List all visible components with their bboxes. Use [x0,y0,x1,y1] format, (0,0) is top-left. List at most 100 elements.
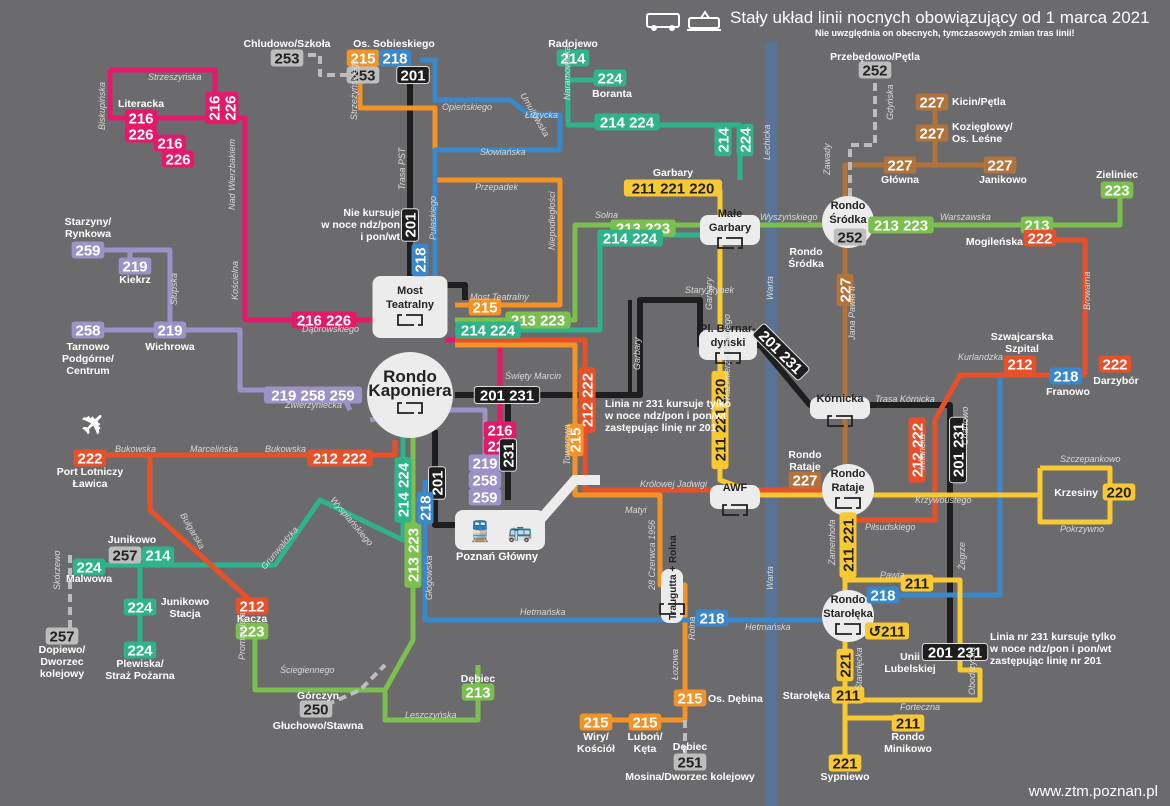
badge-text: 215 [583,715,608,732]
badge-text: 214 224 [461,323,516,340]
street-label: Piłsudskiego [865,522,916,532]
badge-text: 227 [792,473,817,490]
line-badge: 227 [915,124,949,143]
line-220-loop [1037,465,1113,525]
badge-text: 201 231 [928,645,982,662]
hub-label: Rataje [831,482,864,494]
line-badge: 226 [124,125,158,144]
badge-text: 216 226 [297,313,351,330]
badge-text: 215 [632,715,657,732]
stop-name: Mosina/Dworzec kolejowy [625,771,755,783]
stop-name: Podgórne/ [62,353,114,365]
line-badge: ↺211 [865,622,909,641]
hub-label: Kórnicka [816,393,864,405]
stop-name: Rataje [789,461,821,473]
street-label: Słowiańska [480,147,526,157]
website-url[interactable]: www.ztm.poznan.pl [1028,783,1158,800]
line-badge: 216 [153,134,187,153]
stop-name: Śródka [788,257,824,270]
badge-text: 219 258 259 [271,388,354,405]
street-label: Warta [765,276,775,300]
stop-name: Dworzec [40,656,83,668]
badge-text: 221 [838,652,855,677]
line-badge: 215 [579,713,613,732]
stop-name: Kozięgłowy/ [952,121,1013,133]
badge-bg [153,321,187,339]
street-label: Pułaskiego [428,196,438,240]
badge-text: 252 [862,63,887,80]
badge-bg [346,49,380,67]
badge-bg [833,228,867,246]
train-icon: 🚆 [468,519,493,543]
stop-name: Literacka [118,98,164,110]
badge-bg [468,454,502,472]
line-badge: 253 [270,49,304,68]
street-label: Garbary [632,337,642,370]
street-label: Wyszyńskiego [760,212,818,222]
badge-bg [416,491,434,525]
line-252 [848,70,877,210]
street-label: Zamenhofa [827,519,837,566]
badge-text: 222 [77,451,102,468]
street-label: Gdyńska [885,84,895,120]
stop-name: Chludowo/Szkoła [244,38,331,50]
badge-text: 227 [919,126,944,143]
line-badge: 227 [883,156,917,175]
stop-name: zastępując linię nr 201 [605,422,717,434]
badge-text: 212 [239,599,264,616]
line-badge: 211 221 220 [623,179,723,198]
street-label: Przepadek [475,182,519,192]
line-badge: 215 [346,49,380,68]
badge-text: 214 224 [600,115,655,132]
badge-bg [714,123,732,157]
badge-bg [865,622,909,640]
badge-bg [908,417,926,483]
stop-name: Kościół [577,743,615,755]
badge-bg [291,311,357,329]
badge-text: 219 [122,259,147,276]
hub-box [699,330,757,360]
stop-name: Wiry/ [583,731,609,743]
line-badge: 216 [483,421,517,440]
line-badge: 213 223 [505,311,571,330]
line-badge: 212 222 [908,417,927,483]
street-label: Szczepankowo [1060,454,1121,464]
line-badge: 201 231 [921,643,989,662]
line-badge: 213 223 [868,216,934,235]
line-badge: 222 [73,449,107,468]
badge-text: 213 223 [511,313,565,330]
street-label: Święty Marcin [505,370,561,381]
badge-bg [455,321,521,339]
line-badge: 250 [299,700,333,719]
hub-label: Kaponiera [368,381,452,400]
line-badge: 218 [416,491,435,525]
hub-label: Rondo [383,367,437,386]
stop-name: Dopiewo/ [39,644,86,656]
loop-icon [715,352,741,364]
street-label: Strzeszyńska [148,72,202,82]
stop-name: Dębiec [461,673,496,685]
stop-name: Krzesiny [1054,487,1098,499]
badge-text: 212 [1007,357,1032,374]
stop-name: Mogileńska [966,236,1023,248]
loop-icon [397,402,423,414]
badge-text: 227 [838,277,855,302]
line-badge: 226 [221,91,240,125]
badge-text: 222 [1102,357,1127,374]
line-badge: 215 [673,689,707,708]
stop-name: Darzybór [1093,375,1139,387]
hub-label: Śródka [829,213,867,226]
badge-bg [378,49,412,67]
street-label: Warszawska [940,212,991,222]
badge-text: 214 [560,51,586,68]
badge-bg [891,714,925,732]
badge-text: 201 [430,470,447,495]
vehicle-icons [645,10,725,37]
street-label: Strzeżyńskiego [349,59,359,120]
badge-text: 257 [49,629,74,646]
badge-text: 220 [1106,485,1131,502]
loop-icon [397,314,423,326]
line-badge: 211 [891,714,925,733]
line-badge: 216 [205,91,224,125]
